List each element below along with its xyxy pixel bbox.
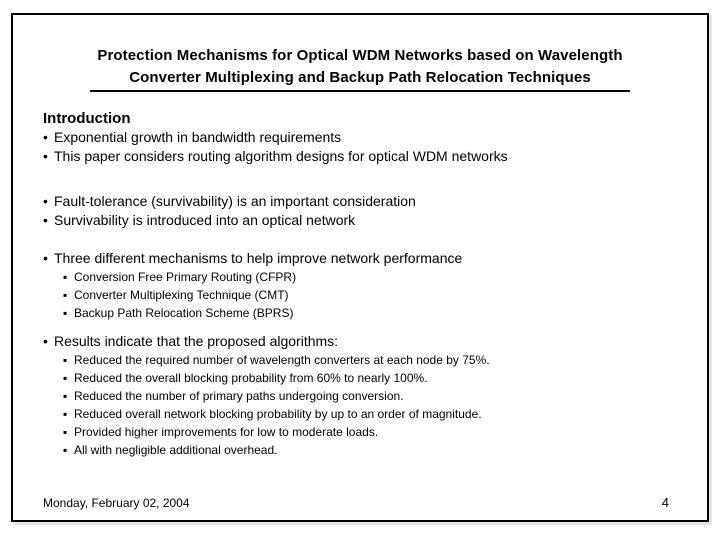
sub-bullet-item: ▪ Reduced the required number of wavelen… — [43, 351, 679, 369]
slide-footer: Monday, February 02, 2004 4 — [43, 495, 669, 510]
sub-bullet-marker: ▪ — [63, 353, 68, 367]
bullet-marker: • — [43, 148, 48, 164]
slide-title-line-1: Protection Mechanisms for Optical WDM Ne… — [97, 47, 623, 64]
footer-date: Monday, February 02, 2004 — [43, 496, 190, 510]
bullet-text: Three different mechanisms to help impro… — [54, 250, 463, 266]
sub-bullet-text: Reduced overall network blocking probabi… — [74, 407, 482, 421]
bullet-text: This paper considers routing algorithm d… — [54, 148, 508, 164]
bullet-group-intro: • Exponential growth in bandwidth requir… — [43, 128, 679, 166]
sub-bullet-item: ▪ Converter Multiplexing Technique (CMT) — [43, 286, 679, 304]
bullet-item: • Exponential growth in bandwidth requir… — [43, 128, 679, 147]
bullet-marker: • — [43, 250, 48, 266]
bullet-text: Survivability is introduced into an opti… — [54, 212, 356, 228]
bullet-marker: • — [43, 333, 48, 349]
sub-bullet-item: ▪ Conversion Free Primary Routing (CFPR) — [43, 268, 679, 286]
sub-bullet-marker: ▪ — [63, 407, 68, 421]
bullet-item: • Fault-tolerance (survivability) is an … — [43, 192, 679, 211]
bullet-item: • Results indicate that the proposed alg… — [43, 332, 679, 351]
slide-title-line-2: Converter Multiplexing and Backup Path R… — [129, 69, 591, 86]
sub-bullet-marker: ▪ — [63, 443, 68, 457]
sub-bullet-text: Converter Multiplexing Technique (CMT) — [74, 288, 289, 302]
sub-bullet-marker: ▪ — [63, 288, 68, 302]
sub-bullet-text: Reduced the required number of wavelengt… — [74, 353, 490, 367]
sub-bullet-text: Reduced the overall blocking probability… — [74, 371, 428, 385]
sub-bullet-text: Backup Path Relocation Scheme (BPRS) — [74, 306, 294, 320]
sub-bullet-item: ▪ Reduced the number of primary paths un… — [43, 387, 679, 405]
bullet-item: • Survivability is introduced into an op… — [43, 211, 679, 230]
slide-title: Protection Mechanisms for Optical WDM Ne… — [13, 45, 707, 89]
sub-bullet-item: ▪ Provided higher improvements for low t… — [43, 423, 679, 441]
sub-bullet-item: ▪ All with negligible additional overhea… — [43, 441, 679, 459]
sub-bullet-marker: ▪ — [63, 371, 68, 385]
bullet-marker: • — [43, 212, 48, 228]
sub-bullet-marker: ▪ — [63, 270, 68, 284]
section-heading: Introduction — [43, 110, 131, 127]
title-underline — [90, 90, 630, 92]
bullet-group-survivability: • Fault-tolerance (survivability) is an … — [43, 192, 679, 230]
sub-bullet-text: Provided higher improvements for low to … — [74, 425, 379, 439]
sub-bullet-text: Reduced the number of primary paths unde… — [74, 389, 404, 403]
slide-frame: Protection Mechanisms for Optical WDM Ne… — [11, 13, 709, 522]
bullet-group-results: • Results indicate that the proposed alg… — [43, 332, 679, 459]
page-number: 4 — [661, 495, 669, 510]
bullet-item: • Three different mechanisms to help imp… — [43, 249, 679, 268]
sub-bullet-marker: ▪ — [63, 306, 68, 320]
sub-bullet-marker: ▪ — [63, 389, 68, 403]
bullet-item: • This paper considers routing algorithm… — [43, 147, 679, 166]
bullet-group-mechanisms: • Three different mechanisms to help imp… — [43, 249, 679, 322]
sub-bullet-text: All with negligible additional overhead. — [74, 443, 278, 457]
sub-bullet-item: ▪ Reduced overall network blocking proba… — [43, 405, 679, 423]
slide-body: Introduction • Exponential growth in ban… — [13, 110, 707, 459]
sub-bullet-item: ▪ Reduced the overall blocking probabili… — [43, 369, 679, 387]
bullet-text: Fault-tolerance (survivability) is an im… — [54, 193, 416, 209]
bullet-marker: • — [43, 129, 48, 145]
bullet-marker: • — [43, 193, 48, 209]
sub-bullet-marker: ▪ — [63, 425, 68, 439]
bullet-text: Results indicate that the proposed algor… — [54, 333, 339, 349]
bullet-text: Exponential growth in bandwidth requirem… — [54, 129, 342, 145]
sub-bullet-text: Conversion Free Primary Routing (CFPR) — [74, 270, 297, 284]
sub-bullet-item: ▪ Backup Path Relocation Scheme (BPRS) — [43, 304, 679, 322]
